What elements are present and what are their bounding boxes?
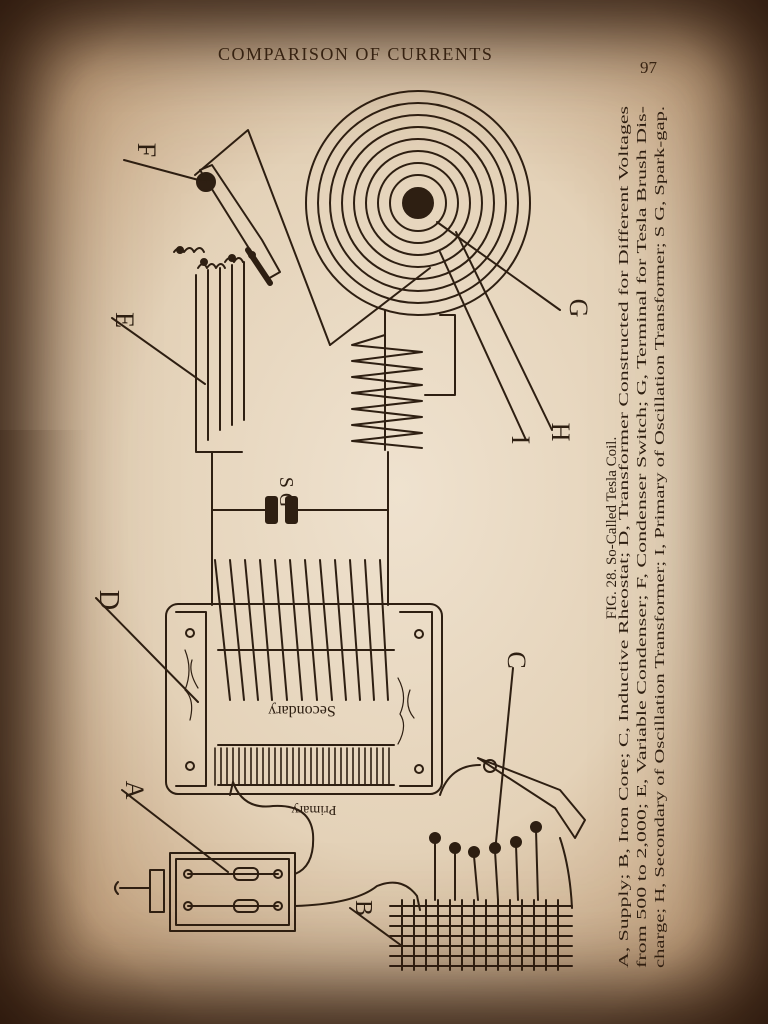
label-f: F — [132, 143, 161, 157]
label-c: C — [502, 651, 531, 668]
inductive-rheostat-c — [429, 821, 542, 901]
secondary-winding-label: Secondary — [268, 702, 336, 719]
label-g: G — [564, 299, 593, 318]
supply-wiring — [229, 781, 573, 911]
leader-i — [439, 251, 527, 441]
label-h: H — [546, 423, 575, 442]
label-i: I — [506, 436, 535, 445]
label-sg: S G — [275, 477, 297, 508]
transformer-d — [165, 559, 443, 795]
label-a: A — [120, 781, 149, 800]
label-b: B — [350, 900, 376, 916]
page-header: COMPARISON OF CURRENTS 97 — [0, 0, 768, 90]
legend-line-2: from 500 to 2,000; E, Variable Condenser… — [634, 105, 649, 968]
running-head: COMPARISON OF CURRENTS — [218, 44, 494, 64]
page-number: 97 — [640, 58, 657, 77]
primary-coil-i — [351, 309, 456, 451]
legend-line-3: charge; H, Secondary of Oscillation Tran… — [652, 106, 667, 968]
label-d: D — [93, 590, 124, 610]
rheostat-switch — [439, 757, 586, 839]
variable-condenser-e — [173, 246, 256, 453]
figure-caption: FIG. 28. So-Called Tesla Coil. — [604, 437, 620, 619]
terminal-g-knob — [402, 187, 434, 219]
primary-winding-label: Primary — [291, 802, 336, 817]
secondary-spiral — [305, 90, 531, 316]
leader-b — [349, 907, 403, 947]
spark-gap-circuit — [211, 451, 389, 606]
leader-e — [111, 317, 206, 385]
legend-line-1: A, Supply; B, Iron Core; C, Inductive Rh… — [616, 106, 631, 968]
supply-a — [114, 852, 296, 932]
label-e: E — [110, 312, 139, 328]
leader-c — [495, 667, 514, 843]
iron-core-b — [389, 899, 573, 971]
leader-f — [123, 159, 207, 183]
leader-a — [121, 789, 229, 873]
leader-d — [95, 597, 199, 703]
leader-h — [455, 231, 553, 431]
